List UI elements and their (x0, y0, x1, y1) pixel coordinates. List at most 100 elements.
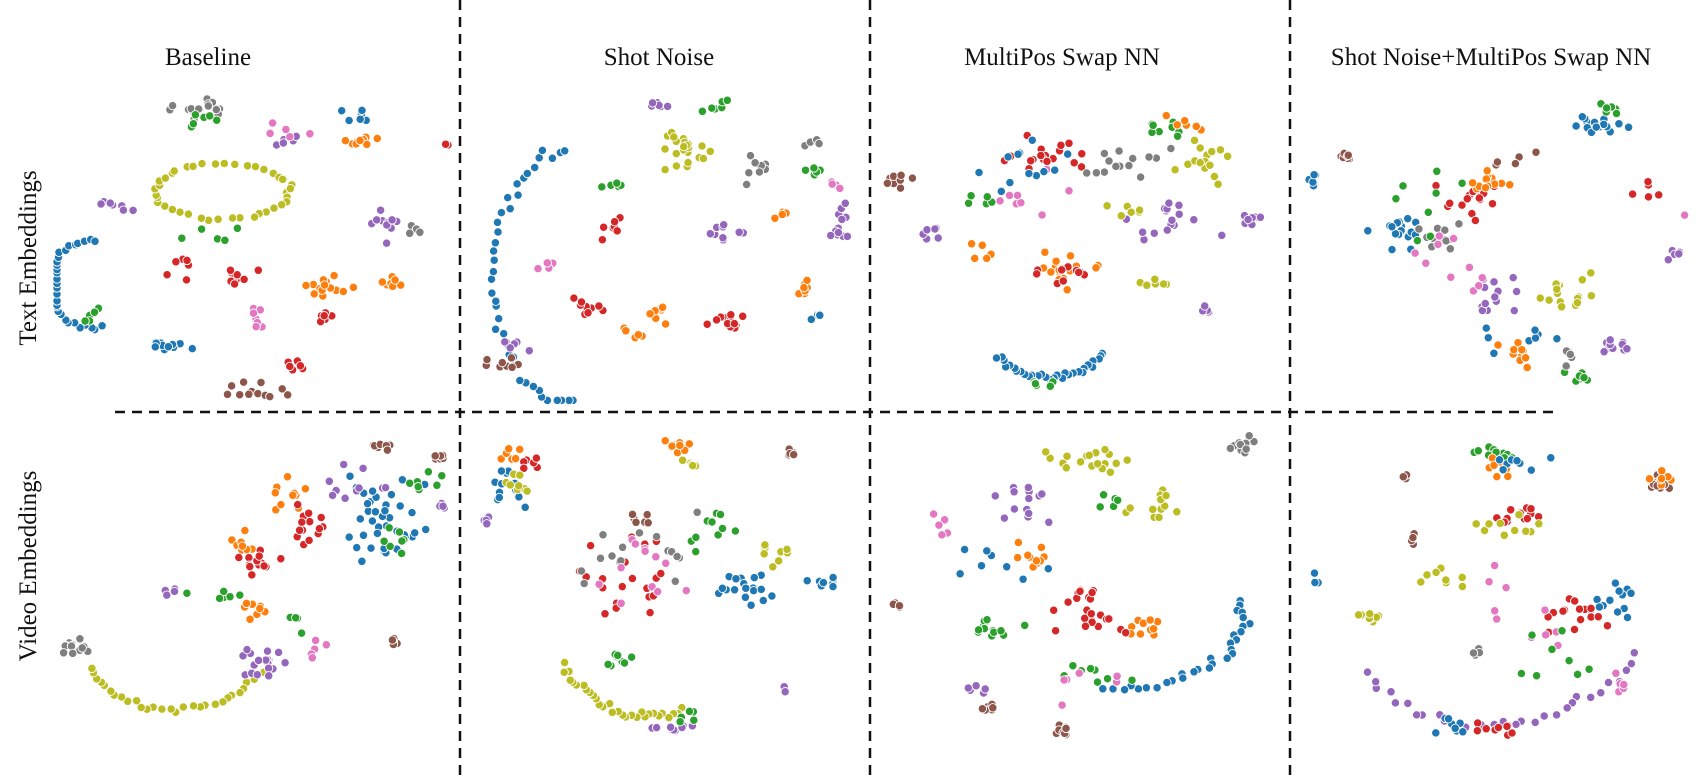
point-shot-noise-multipos-swap-nn-video-embeddings-155 (1431, 728, 1441, 738)
point-baseline-text-embeddings-143 (150, 342, 160, 352)
point-multipos-swap-nn-text-embeddings-51 (1056, 140, 1066, 150)
point-shot-noise-multipos-swap-nn-video-embeddings-38 (1644, 474, 1655, 484)
point-multipos-swap-nn-text-embeddings-66 (1128, 153, 1138, 164)
point-shot-noise-multipos-swap-nn-video-embeddings-61 (1484, 519, 1494, 529)
point-baseline-text-embeddings-221 (267, 118, 278, 128)
point-multipos-swap-nn-text-embeddings-134 (1058, 276, 1068, 286)
point-shot-noise-multipos-swap-nn-text-embeddings-152 (1517, 345, 1527, 355)
point-multipos-swap-nn-video-embeddings-164 (977, 704, 988, 714)
point-shot-noise-video-embeddings-149 (692, 507, 702, 517)
point-shot-noise-text-embeddings-57 (671, 148, 681, 159)
point-shot-noise-video-embeddings-56 (789, 449, 799, 460)
point-shot-noise-multipos-swap-nn-video-embeddings-92 (1594, 602, 1605, 612)
point-shot-noise-video-embeddings-30 (505, 480, 515, 490)
point-baseline-video-embeddings-12 (75, 634, 85, 644)
point-shot-noise-text-embeddings-175 (621, 326, 631, 336)
point-shot-noise-multipos-swap-nn-video-embeddings-123 (1539, 711, 1549, 721)
point-multipos-swap-nn-text-embeddings-78 (1215, 145, 1226, 155)
point-shot-noise-multipos-swap-nn-text-embeddings-175 (1432, 166, 1442, 176)
point-multipos-swap-nn-video-embeddings-35 (1154, 512, 1164, 523)
point-baseline-video-embeddings-86 (255, 603, 265, 614)
point-shot-noise-text-embeddings-157 (726, 310, 736, 320)
point-baseline-text-embeddings-206 (238, 377, 249, 387)
point-shot-noise-text-embeddings-186 (524, 346, 534, 356)
point-shot-noise-multipos-swap-nn-text-embeddings-14 (1623, 122, 1634, 132)
point-shot-noise-multipos-swap-nn-video-embeddings-104 (1457, 572, 1467, 583)
point-baseline-video-embeddings-207 (214, 593, 225, 604)
point-shot-noise-multipos-swap-nn-text-embeddings-153 (1520, 353, 1531, 363)
point-shot-noise-text-embeddings-195 (770, 213, 780, 223)
point-shot-noise-multipos-swap-nn-text-embeddings-171 (1391, 194, 1401, 204)
point-multipos-swap-nn-video-embeddings-195 (1095, 502, 1105, 512)
point-multipos-swap-nn-text-embeddings-149 (1172, 131, 1183, 141)
point-baseline-video-embeddings-170 (397, 536, 407, 546)
point-shot-noise-multipos-swap-nn-text-embeddings-160 (1434, 231, 1444, 241)
point-shot-noise-video-embeddings-24 (531, 453, 542, 463)
point-baseline-text-embeddings-199 (244, 389, 254, 399)
point-shot-noise-text-embeddings-121 (612, 226, 622, 236)
point-shot-noise-video-embeddings-210 (780, 687, 790, 697)
point-shot-noise-multipos-swap-nn-video-embeddings-122 (1551, 710, 1562, 720)
point-shot-noise-text-embeddings-132 (542, 258, 552, 268)
point-shot-noise-multipos-swap-nn-text-embeddings-170 (1398, 181, 1408, 191)
point-multipos-swap-nn-video-embeddings-12 (1062, 451, 1072, 461)
point-baseline-text-embeddings-101 (97, 321, 107, 331)
point-baseline-video-embeddings-163 (413, 482, 423, 492)
point-shot-noise-video-embeddings-150 (576, 566, 587, 576)
point-multipos-swap-nn-text-embeddings-160 (1158, 279, 1169, 289)
point-multipos-swap-nn-video-embeddings-73 (1152, 616, 1163, 627)
point-shot-noise-multipos-swap-nn-video-embeddings-173 (1492, 614, 1502, 624)
point-multipos-swap-nn-text-embeddings-158 (1142, 280, 1152, 290)
point-shot-noise-multipos-swap-nn-text-embeddings-177 (1457, 178, 1467, 188)
point-multipos-swap-nn-video-embeddings-135 (1152, 683, 1162, 693)
point-shot-noise-multipos-swap-nn-video-embeddings-60 (1479, 525, 1490, 536)
point-baseline-text-embeddings-90 (105, 198, 115, 208)
point-multipos-swap-nn-text-embeddings-98 (1174, 209, 1184, 219)
point-multipos-swap-nn-text-embeddings-46 (1077, 149, 1087, 159)
point-shot-noise-text-embeddings-39 (560, 146, 570, 156)
point-multipos-swap-nn-video-embeddings-136 (1141, 683, 1152, 693)
point-shot-noise-multipos-swap-nn-video-embeddings-172 (1468, 648, 1479, 658)
point-shot-noise-video-embeddings-121 (740, 592, 751, 602)
point-multipos-swap-nn-video-embeddings-58 (1023, 550, 1033, 560)
point-multipos-swap-nn-video-embeddings-130 (1189, 667, 1199, 677)
point-shot-noise-multipos-swap-nn-video-embeddings-84 (1622, 612, 1633, 623)
point-multipos-swap-nn-video-embeddings-181 (1059, 675, 1069, 685)
point-shot-noise-video-embeddings-126 (741, 583, 751, 593)
point-shot-noise-multipos-swap-nn-video-embeddings-25 (1546, 453, 1556, 463)
point-shot-noise-multipos-swap-nn-video-embeddings-108 (1422, 570, 1432, 580)
point-multipos-swap-nn-video-embeddings-141 (1098, 684, 1108, 694)
point-shot-noise-multipos-swap-nn-video-embeddings-157 (1450, 723, 1460, 733)
point-multipos-swap-nn-text-embeddings-179 (1005, 177, 1015, 188)
point-multipos-swap-nn-text-embeddings-79 (1205, 160, 1215, 170)
point-baseline-video-embeddings-29 (166, 704, 176, 714)
point-shot-noise-multipos-swap-nn-text-embeddings-167 (1464, 262, 1475, 273)
point-shot-noise-multipos-swap-nn-video-embeddings-110 (1416, 577, 1426, 587)
point-multipos-swap-nn-text-embeddings-61 (1104, 156, 1114, 166)
point-shot-noise-text-embeddings-59 (683, 157, 693, 168)
point-baseline-text-embeddings-168 (301, 280, 311, 291)
point-shot-noise-text-embeddings-54 (697, 141, 707, 151)
point-multipos-swap-nn-text-embeddings-53 (1042, 156, 1052, 167)
point-multipos-swap-nn-video-embeddings-173 (937, 530, 947, 540)
point-baseline-text-embeddings-197 (277, 384, 287, 394)
point-multipos-swap-nn-video-embeddings-27 (1041, 447, 1051, 457)
point-baseline-video-embeddings-224 (438, 501, 448, 511)
point-multipos-swap-nn-text-embeddings-112 (907, 173, 918, 183)
point-shot-noise-multipos-swap-nn-text-embeddings-101 (1509, 305, 1519, 316)
point-shot-noise-video-embeddings-177 (691, 546, 701, 557)
point-shot-noise-text-embeddings-70 (707, 103, 717, 113)
point-baseline-text-embeddings-150 (80, 316, 90, 326)
point-shot-noise-multipos-swap-nn-video-embeddings-113 (1626, 658, 1637, 669)
point-shot-noise-video-embeddings-12 (515, 444, 525, 455)
point-shot-noise-multipos-swap-nn-text-embeddings-118 (1572, 298, 1583, 308)
point-baseline-video-embeddings-142 (410, 528, 420, 538)
point-shot-noise-multipos-swap-nn-text-embeddings-77 (1387, 222, 1397, 232)
point-multipos-swap-nn-text-embeddings-63 (1166, 143, 1176, 154)
point-shot-noise-video-embeddings-19 (504, 444, 514, 454)
point-baseline-text-embeddings-155 (232, 270, 242, 280)
point-shot-noise-text-embeddings-130 (533, 263, 543, 274)
point-multipos-swap-nn-text-embeddings-54 (1114, 146, 1124, 156)
point-multipos-swap-nn-video-embeddings-17 (1045, 453, 1055, 463)
point-baseline-video-embeddings-185 (430, 451, 440, 461)
